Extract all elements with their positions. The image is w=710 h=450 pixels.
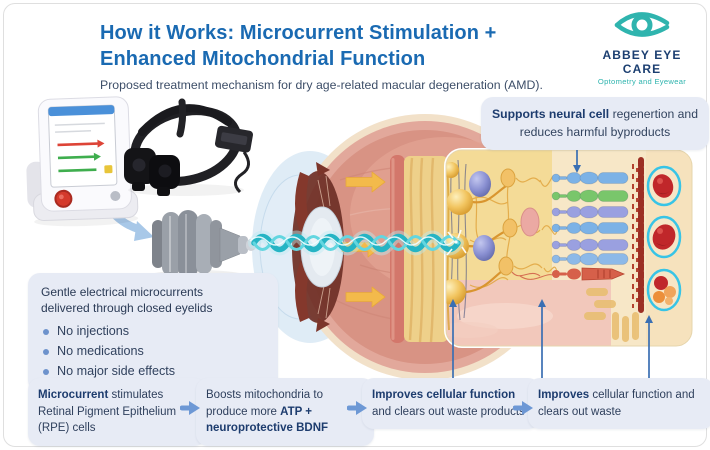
step-text: cellular function and clears out waste xyxy=(538,389,695,418)
list-item: No medications xyxy=(41,343,265,360)
list-item: No injections xyxy=(41,323,265,340)
bullet-text: No medications xyxy=(57,344,144,359)
bullet-text: No major side effects xyxy=(57,364,176,379)
stimulation-headset xyxy=(124,98,253,196)
step-text: stimulates Retinal Pigment Epithelium (R… xyxy=(38,389,177,435)
callout-supports-regeneration: Supports neural cell regenertion and red… xyxy=(481,97,709,151)
retina-layer-detail xyxy=(390,148,694,348)
bullet-dot-icon xyxy=(43,328,49,335)
callout-gentle-line2: delivered through closed eyelids xyxy=(41,301,213,316)
flow-arrow-icon xyxy=(179,399,202,417)
callout-gentle-line1: Gentle electrical microcurrents xyxy=(41,285,204,299)
step-text: Boosts mitochondria to produce more xyxy=(206,389,323,418)
callout-supports-text: regenertion and reduces harmful byproduc… xyxy=(519,107,698,139)
list-item: No major side effects xyxy=(41,363,265,380)
logo-tagline: Optometry and Eyewear xyxy=(597,77,687,86)
bullet-dot-icon xyxy=(43,368,49,375)
flow-arrow-icon xyxy=(346,399,369,417)
cone-cell-shape xyxy=(552,267,626,281)
step-bold-text: Microcurrent xyxy=(38,389,109,401)
flow-step-mitochondria: Boosts mitochondria to produce more ATP … xyxy=(196,378,374,447)
page-title: How it Works: Microcurrent Stimulation +… xyxy=(100,20,496,72)
benefit-list: No injections No medications No major si… xyxy=(41,323,265,380)
step-bold-text: Improves xyxy=(538,389,590,401)
wave-sparkle xyxy=(446,229,467,256)
flow-step-waste-clearance: Improves cellular function and clears ou… xyxy=(528,378,710,430)
page-title-line1: How it Works: Microcurrent Stimulation + xyxy=(100,22,497,44)
page-subtitle: Proposed treatment mechanism for dry age… xyxy=(100,78,543,92)
microcurrent-wave xyxy=(248,229,467,256)
flow-arrow-icon xyxy=(512,399,535,417)
eye-icon xyxy=(614,12,670,37)
microcurrent-control-unit xyxy=(26,96,139,227)
flow-step-cellular-function: Improves cellular function and clears ou… xyxy=(362,378,540,430)
page-title-line2: Enhanced Mitochondrial Function xyxy=(100,48,426,70)
eye-probe xyxy=(149,210,256,282)
callout-connector-arrows xyxy=(449,150,653,380)
bullet-text: No injections xyxy=(57,324,130,339)
choroid-blood-vessels xyxy=(646,165,682,312)
abbey-eye-care-logo: ABBEY EYE CARE Optometry and Eyewear xyxy=(582,8,702,86)
step-bold-text: Improves cellular function xyxy=(372,389,516,401)
logo-name: ABBEY EYE CARE xyxy=(602,48,682,76)
step-bold-text: ATP + neuroprotective BDNF xyxy=(206,405,329,435)
bullet-dot-icon xyxy=(43,348,49,355)
flow-step-microcurrent: Microcurrent stimulates Retinal Pigment … xyxy=(28,378,206,447)
step-text: and clears out waste products xyxy=(372,405,525,418)
callout-gentle-microcurrents: Gentle electrical microcurrents delivere… xyxy=(28,273,278,393)
callout-supports-bold: Supports neural cell xyxy=(492,107,610,121)
